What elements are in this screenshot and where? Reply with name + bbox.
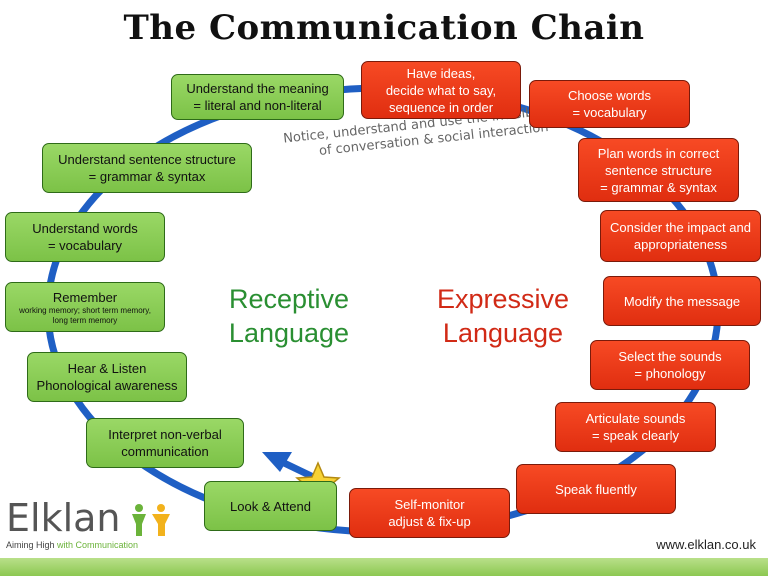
understand-meaning-box: Understand the meaning = literal and non… [171, 74, 344, 120]
box-line: working memory; short term memory, [19, 305, 151, 315]
expressive-language-label: Expressive Language [408, 282, 598, 350]
articulate-sounds-box: Articulate sounds = speak clearly [555, 402, 716, 452]
elklan-logo: Elklan Aiming High with Communication [6, 496, 176, 556]
label-line: Language [228, 318, 350, 348]
people-icon [132, 504, 170, 536]
box-line: = vocabulary [47, 238, 123, 253]
box-line: Remember [52, 289, 118, 305]
box-line: Look & Attend [230, 498, 311, 514]
box-line: Interpret non-verbal [108, 427, 222, 442]
box-line: Understand sentence structure [58, 152, 236, 167]
box-line: Speak fluently [555, 481, 637, 497]
box-line: decide what to say, [385, 82, 497, 98]
select-sounds-box: Select the sounds = phonology [590, 340, 750, 390]
footer-bar [0, 558, 768, 576]
receptive-language-label: Receptive Language [205, 282, 373, 350]
logo-tagline: Aiming High with Communication [6, 540, 138, 550]
interpret-non-verbal-box: Interpret non-verbal communication [86, 418, 244, 468]
have-ideas-box: Have ideas, decide what to say, sequence… [361, 61, 521, 119]
box-line: communication [121, 444, 209, 459]
modify-message-box: Modify the message [603, 276, 761, 326]
logo-wordmark: Elklan [6, 496, 121, 540]
box-line: = phonology [634, 366, 706, 381]
understand-sentence-structure-box: Understand sentence structure = grammar … [42, 143, 252, 193]
box-line: sentence structure [605, 162, 712, 178]
box-line: Have ideas, [406, 65, 476, 81]
hear-listen-box: Hear & Listen Phonological awareness [27, 352, 187, 402]
box-line: = literal and non-literal [193, 98, 322, 113]
website-link[interactable]: www.elklan.co.uk [656, 537, 756, 552]
look-attend-box: Look & Attend [204, 481, 337, 531]
box-line: Hear & Listen [67, 361, 147, 376]
box-line: Choose words [567, 88, 652, 103]
label-line: Expressive [436, 284, 570, 314]
label-line: Language [442, 318, 564, 348]
box-line: Plan words in correct [597, 145, 720, 161]
box-line: = grammar & syntax [600, 179, 717, 195]
remember-box: Remember working memory; short term memo… [5, 282, 165, 332]
understand-words-box: Understand words = vocabulary [5, 212, 165, 262]
box-line: = speak clearly [591, 428, 680, 443]
box-line: Select the sounds [618, 349, 722, 364]
box-line: Phonological awareness [36, 378, 178, 393]
box-line: Consider the impact and [610, 220, 751, 235]
tagline-accent: with Communication [57, 540, 139, 550]
box-line: = vocabulary [572, 105, 647, 120]
box-line: Self-monitor [394, 497, 465, 512]
box-line: Modify the message [623, 293, 741, 309]
box-line: long term memory [52, 315, 118, 325]
choose-words-box: Choose words = vocabulary [529, 80, 690, 128]
box-line: adjust & fix-up [388, 514, 471, 529]
speak-fluently-box: Speak fluently [516, 464, 676, 514]
box-line: = grammar & syntax [88, 169, 206, 184]
page-title: The Communication Chain [123, 8, 645, 48]
box-line: sequence in order [388, 99, 494, 115]
self-monitor-box: Self-monitor adjust & fix-up [349, 488, 510, 538]
consider-impact-box: Consider the impact and appropriateness [600, 210, 761, 262]
plan-words-box: Plan words in correct sentence structure… [578, 138, 739, 202]
label-line: Receptive [228, 284, 350, 314]
tagline-part: Aiming High [6, 540, 58, 550]
box-line: Understand the meaning [186, 81, 329, 96]
box-line: appropriateness [633, 237, 728, 252]
box-line: Understand words [32, 221, 138, 236]
box-line: Articulate sounds [585, 411, 686, 426]
